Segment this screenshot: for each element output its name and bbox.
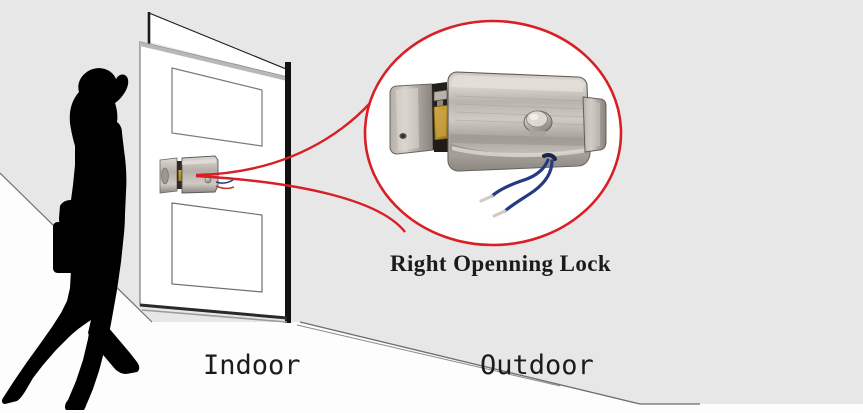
door-bottom-edge xyxy=(139,303,288,320)
lock-top-highlight xyxy=(452,75,583,92)
strike-screw-hole-inner xyxy=(401,134,405,138)
mechanism-lower-gap xyxy=(434,139,450,152)
small-lock-wire-b xyxy=(215,185,235,190)
wire-blue-lower xyxy=(503,159,554,213)
button-highlight xyxy=(529,113,539,121)
mounting-ear-sheen xyxy=(586,101,600,148)
stainless-electric-rim-lock xyxy=(389,71,607,218)
floor-indoor xyxy=(0,173,300,413)
door-inset-panel-upper xyxy=(171,67,263,147)
outdoor-label: Outdoor xyxy=(480,350,594,381)
callout-leader-line-lower xyxy=(195,174,406,233)
walking-person-silhouette xyxy=(1,68,140,411)
floor-line-right xyxy=(299,321,700,405)
door-bottom-shadow xyxy=(141,309,288,323)
wire-end-upper xyxy=(479,194,494,203)
person-rear-leg xyxy=(88,318,140,374)
small-lock-brass-bolt xyxy=(178,170,182,181)
indoor-label: Indoor xyxy=(203,350,301,381)
wire-exit-knot xyxy=(542,153,557,161)
mechanism-metal-tab xyxy=(433,89,448,102)
brushed-steel-streaks xyxy=(454,95,587,126)
electric-lock-on-door xyxy=(159,155,235,194)
lock-caption: Right Openning Lock xyxy=(390,251,612,276)
person-arm xyxy=(104,118,123,226)
door-panel-top-shade xyxy=(140,42,287,81)
small-lock-strike-face xyxy=(161,167,169,185)
small-lock-wire-a xyxy=(215,179,234,184)
floor-line-right-secondary xyxy=(296,324,561,387)
button-stem xyxy=(529,130,546,136)
brass-bolt-sheen xyxy=(436,109,446,137)
wire-blue-upper xyxy=(490,158,550,198)
strike-housing-sheen xyxy=(396,88,419,151)
lock-body-seam xyxy=(450,134,589,146)
lock-bottom-lip-highlight xyxy=(452,146,588,158)
floor-outdoor xyxy=(300,322,863,413)
wire-end-lower xyxy=(492,209,507,218)
small-lock-highlight xyxy=(182,159,216,165)
briefcase xyxy=(53,222,113,273)
door-inset-panel-lower xyxy=(171,202,263,293)
door-gap-triangle xyxy=(150,14,287,77)
person-front-foot xyxy=(64,400,87,410)
door-jamb-edge xyxy=(285,62,291,323)
